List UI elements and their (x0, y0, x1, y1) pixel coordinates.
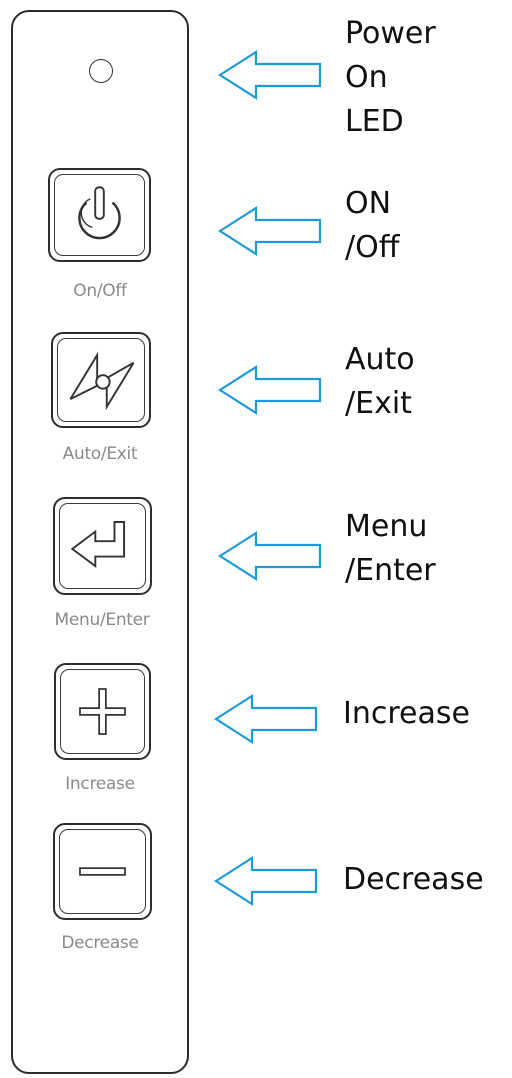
arrow-left-icon (217, 205, 322, 257)
callout-line: /Exit (345, 386, 412, 421)
callout-line: Auto (345, 342, 415, 377)
arrow-left-icon (217, 49, 322, 101)
decrease-button-label: Decrease (61, 933, 139, 953)
callout-line: Increase (343, 696, 470, 731)
plus-icon (79, 688, 126, 735)
callout-menu-enter: Menu /Enter (345, 505, 436, 593)
callout-line: ON (345, 186, 392, 221)
auto-exit-button-face (57, 338, 145, 422)
decrease-button-face (59, 829, 146, 914)
callout-line: Menu (345, 509, 428, 544)
increase-button-label: Increase (65, 774, 135, 794)
menu-enter-button[interactable] (53, 497, 152, 595)
callout-line: /Off (345, 230, 400, 265)
increase-button-face (60, 669, 145, 754)
callout-power-led: Power On LED (345, 12, 436, 144)
callout-decrease: Decrease (343, 858, 484, 902)
increase-button[interactable] (54, 663, 151, 760)
menu-enter-button-face (59, 503, 146, 589)
callout-on-off: ON /Off (345, 182, 399, 270)
auto-exit-button[interactable] (51, 332, 151, 428)
power-led-indicator (89, 59, 113, 83)
power-button-label: On/Off (73, 281, 127, 301)
menu-enter-button-label: Menu/Enter (54, 610, 150, 630)
power-button-face (54, 174, 145, 256)
arrow-left-icon (217, 530, 322, 582)
power-icon (78, 186, 121, 240)
power-button[interactable] (48, 168, 151, 262)
arrow-left-icon (213, 693, 318, 745)
callout-line: /Enter (345, 553, 436, 588)
callout-line: On (345, 60, 388, 95)
arrow-left-icon (217, 364, 322, 416)
decrease-button[interactable] (53, 823, 152, 920)
minus-icon (79, 867, 126, 876)
callout-line: Decrease (343, 862, 484, 897)
callout-line: Power (345, 16, 436, 51)
callout-line: LED (345, 104, 404, 139)
auto-adjust-icon (69, 351, 135, 411)
arrow-left-icon (213, 855, 318, 907)
auto-exit-button-label: Auto/Exit (62, 444, 138, 464)
callout-increase: Increase (343, 692, 470, 736)
enter-arrow-icon (70, 521, 126, 569)
callout-auto-exit: Auto /Exit (345, 338, 415, 426)
